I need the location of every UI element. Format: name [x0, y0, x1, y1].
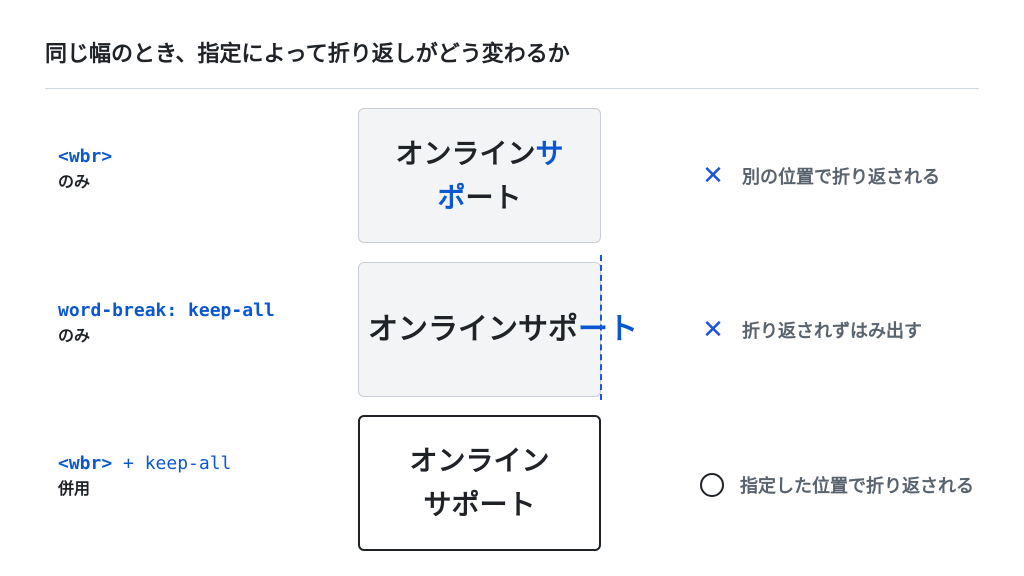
- row-1-result: ✕ 別の位置で折り返される: [700, 163, 940, 189]
- row-1-label: <wbr> のみ: [58, 144, 112, 194]
- row-3-box-line-2: サポート: [423, 488, 536, 521]
- cross-icon: ✕: [702, 315, 724, 345]
- page-title: 同じ幅のとき、指定によって折り返しがどう変わるか: [45, 42, 570, 67]
- row-3-result-text: 指定した位置で折り返される: [740, 476, 974, 497]
- row-3-code: <wbr> + keep-all: [58, 453, 232, 474]
- row-2-sub: のみ: [58, 326, 91, 345]
- row-3-box-line-1: オンライン: [409, 444, 550, 477]
- row-1-code: <wbr>: [58, 146, 113, 167]
- row-3-sub: 併用: [58, 479, 91, 498]
- row-1-box-line-1: オンラインサ: [395, 136, 564, 170]
- row-3-label: <wbr> + keep-all 併用: [58, 451, 231, 501]
- row-2-label: word-break: keep-all のみ: [58, 298, 275, 348]
- circle-icon: [700, 473, 724, 497]
- row-1-sub: のみ: [58, 172, 91, 191]
- row-1-highlight-1: サ: [535, 136, 564, 170]
- row-2-demo-box: オンラインサポート: [358, 262, 638, 397]
- row-3-demo-box: オンライン サポート: [358, 415, 601, 551]
- row-2-result-text: 折り返されずはみ出す: [742, 321, 922, 342]
- row-2-result: ✕ 折り返されずはみ出す: [700, 317, 922, 343]
- row-1-box-line-2: ポート: [437, 180, 522, 214]
- row-1-highlight-2: ポ: [437, 180, 466, 214]
- box-edge-dashed-line: [600, 255, 602, 400]
- row-1-result-text: 別の位置で折り返される: [742, 167, 940, 188]
- row-2-overflow-text: ート: [578, 311, 638, 347]
- row-2-code: word-break: keep-all: [58, 300, 275, 321]
- row-2-box-line-1: オンラインサポート: [368, 311, 638, 347]
- title-divider: [45, 88, 979, 89]
- cross-icon: ✕: [702, 161, 724, 191]
- row-3-result: 指定した位置で折り返される: [700, 472, 974, 498]
- row-1-demo-box: オンラインサ ポート: [358, 108, 601, 243]
